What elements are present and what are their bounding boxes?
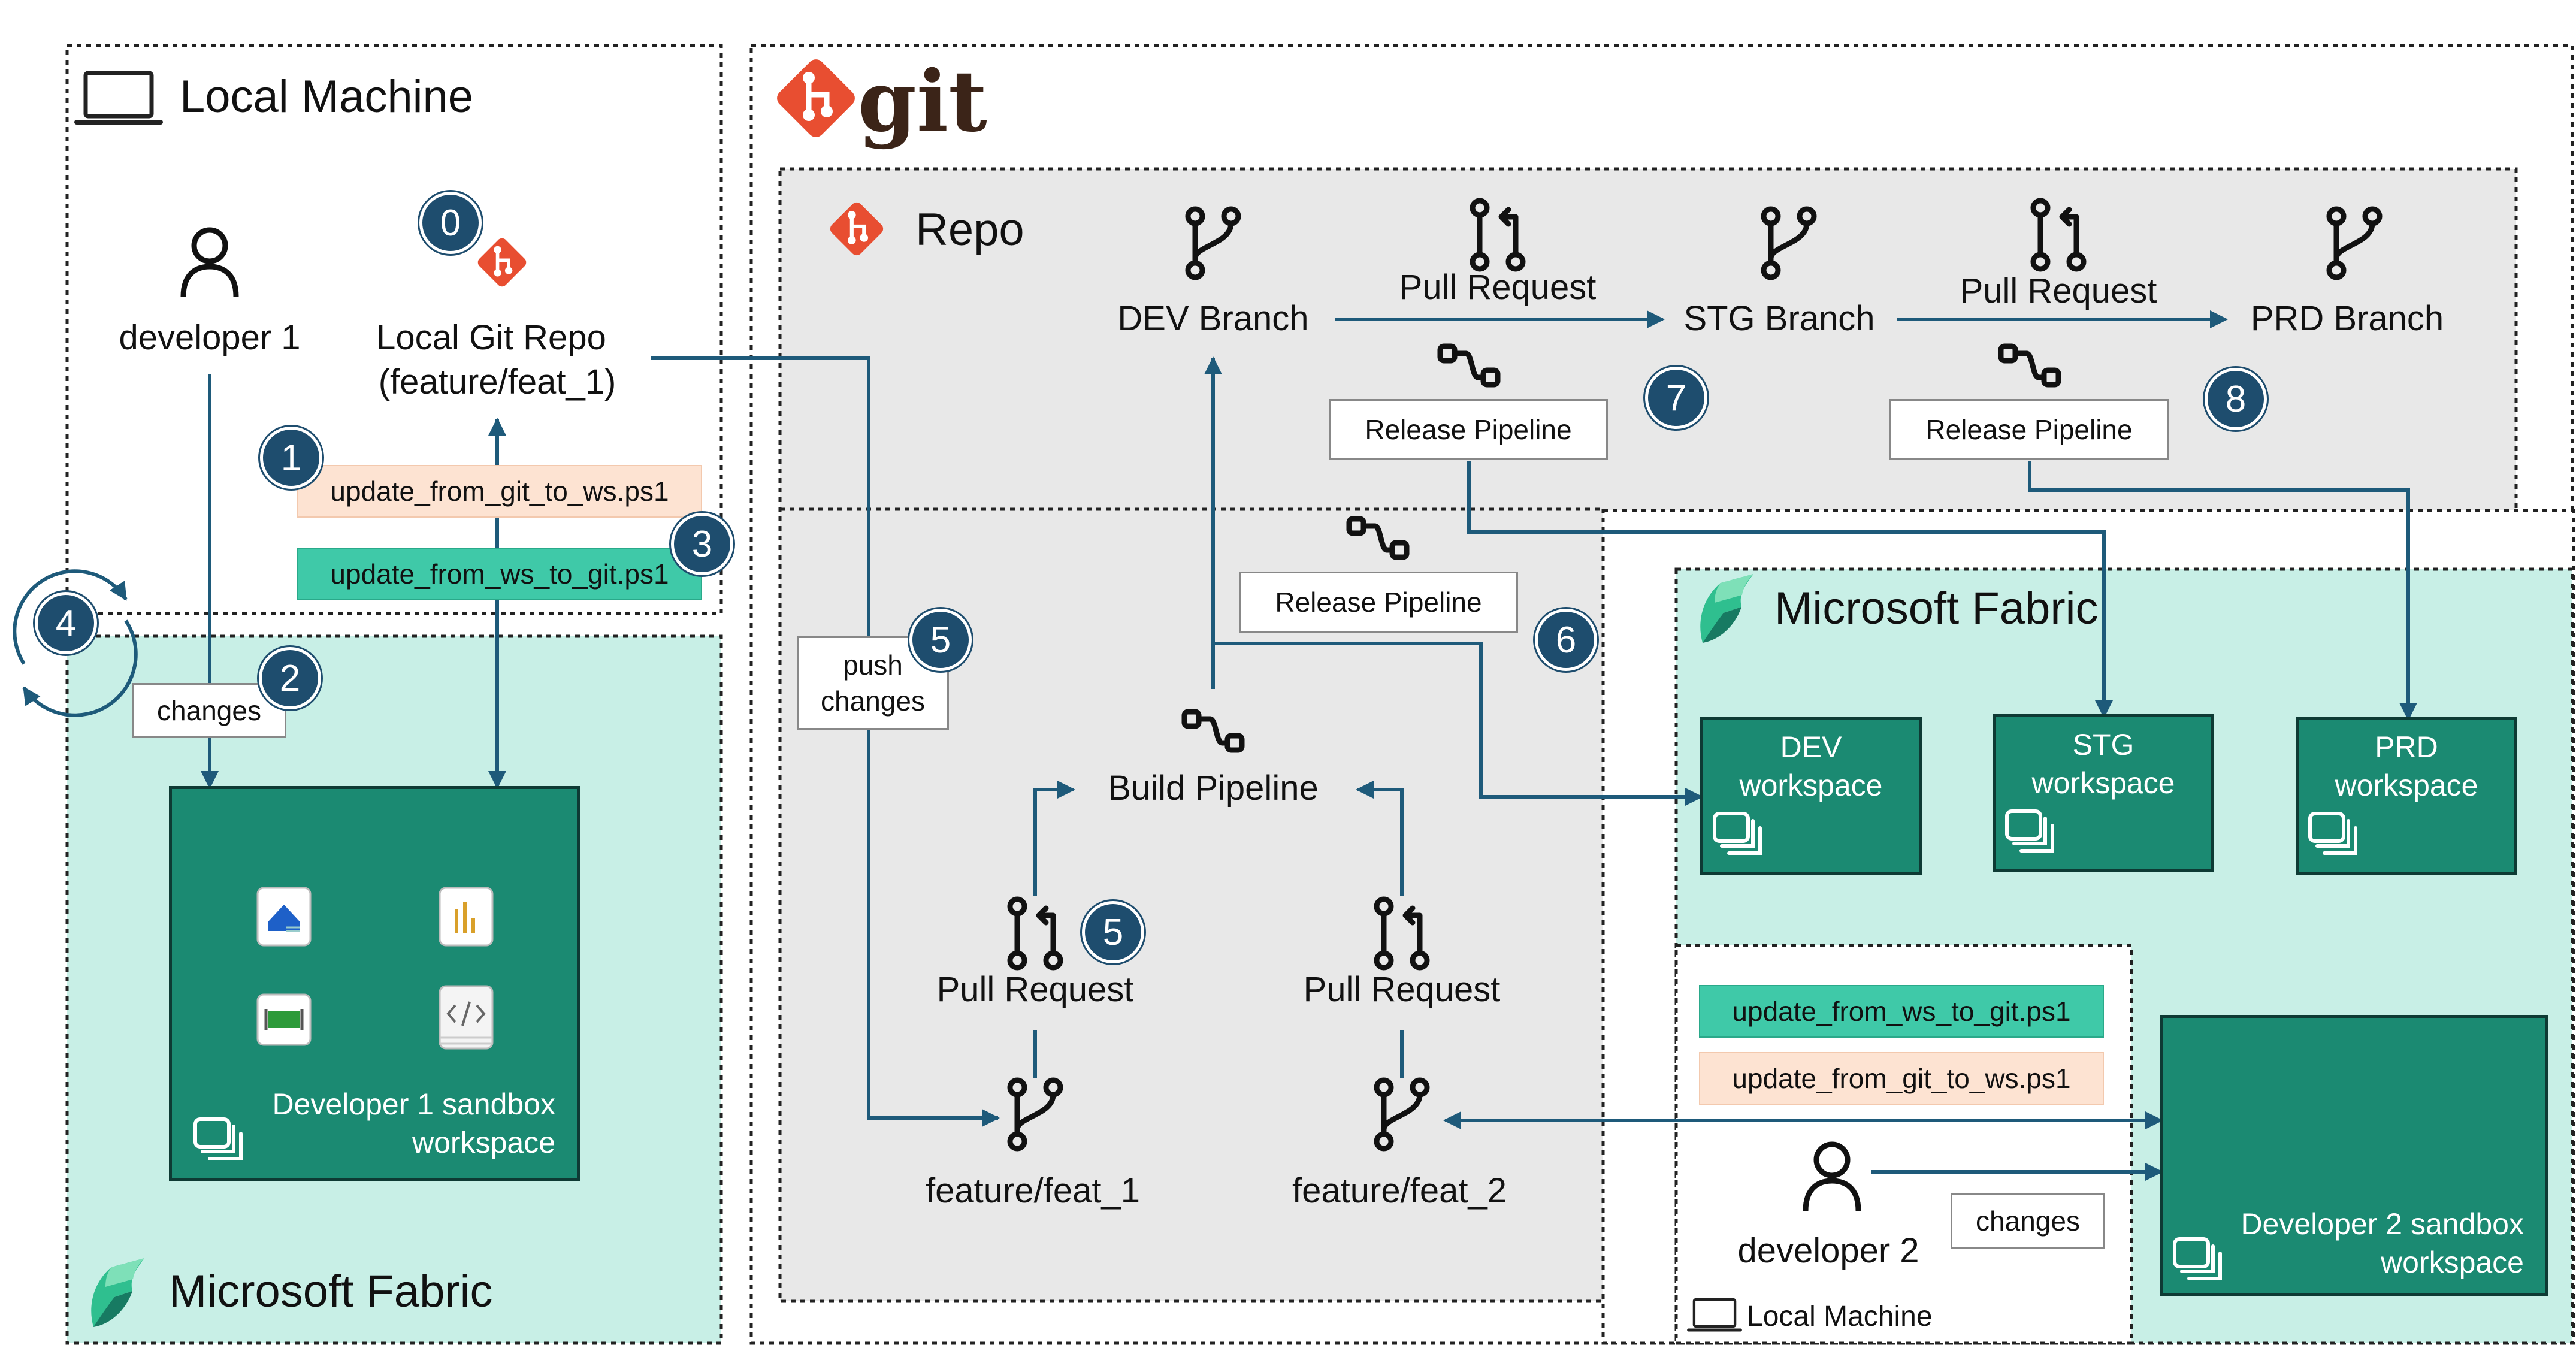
prd-workspace: PRD workspace — [2296, 717, 2517, 875]
pull-request-1-label: Pull Request — [1399, 268, 1597, 307]
local-machine-1-box — [65, 44, 723, 615]
step-badge-3: 3 — [671, 513, 733, 575]
workspace-1-icon — [195, 1119, 241, 1159]
dev-workspace-label: DEV workspace — [1739, 730, 1883, 802]
developer-1-workspace-label: Developer 1 sandbox workspace — [272, 1087, 555, 1159]
pipeline-icon — [258, 995, 310, 1045]
lakehouse-icon — [256, 887, 312, 947]
pr-feat2-to-build — [1356, 781, 1404, 896]
developer-2-workspace-label: Developer 2 sandbox workspace — [2241, 1207, 2524, 1279]
local-repo-line1: Local Git Repo — [376, 318, 606, 357]
developer-1-label: developer 1 — [119, 318, 301, 357]
local-repo-line2: (feature/feat_1) — [378, 362, 616, 401]
sync-circle — [13, 569, 128, 665]
feat2-label: feature/feat_2 — [1292, 1171, 1507, 1210]
script-ws-to-git-2: update_from_ws_to_git.ps1 — [1699, 985, 2104, 1038]
notebook-icon — [439, 985, 494, 1050]
report-icon — [440, 888, 492, 945]
feat1-label: feature/feat_1 — [926, 1171, 1140, 1210]
pr-feat1-to-build — [1033, 781, 1075, 896]
prd-branch-label: PRD Branch — [2250, 299, 2444, 338]
push-arrow — [651, 356, 1000, 1127]
step-badge-4: 4 — [35, 592, 97, 654]
release-stg-arrow — [1467, 461, 2113, 718]
sync-circle-2 — [22, 619, 138, 717]
script-git-to-ws-2: update_from_git_to_ws.ps1 — [1699, 1052, 2104, 1105]
repo-box — [778, 167, 2518, 513]
local-machine-2-title: Local Machine — [1747, 1301, 1933, 1332]
pull-request-feat2-label: Pull Request — [1303, 970, 1501, 1009]
step-badge-0: 0 — [419, 192, 482, 254]
pull-request-2-label: Pull Request — [1960, 271, 2157, 310]
changes-box-1: changes — [132, 683, 286, 738]
dev-branch-label: DEV Branch — [1117, 299, 1309, 338]
fabric-right-title: Microsoft Fabric — [1774, 583, 2099, 634]
release-pipeline-3-box: Release Pipeline — [1239, 572, 1518, 633]
prd-workspace-label: PRD workspace — [2335, 730, 2478, 802]
step-badge-5a: 5 — [909, 609, 972, 671]
script-ws-to-git-1: update_from_ws_to_git.ps1 — [297, 548, 702, 600]
step-badge-1: 1 — [260, 427, 322, 489]
release-prd-arrow — [2028, 461, 2417, 721]
developer-2-workspace: Developer 2 sandbox workspace — [2160, 1015, 2548, 1296]
step-badge-5b: 5 — [1082, 901, 1144, 963]
repo-title: Repo — [915, 204, 1024, 255]
step-badge-8: 8 — [2205, 368, 2267, 430]
changes-box-2: changes — [1951, 1193, 2105, 1249]
developer-1-workspace: Developer 1 sandbox workspace — [169, 786, 580, 1181]
git-title: git — [858, 53, 987, 151]
local-machine-1-title: Local Machine — [180, 71, 474, 122]
step-badge-7: 7 — [1645, 367, 1707, 429]
developer-2-label: developer 2 — [1737, 1231, 1919, 1270]
step-badge-2: 2 — [259, 647, 321, 709]
step-badge-6: 6 — [1535, 609, 1597, 671]
dev-workspace: DEV workspace — [1700, 717, 1922, 875]
script-git-to-ws-1: update_from_git_to_ws.ps1 — [297, 465, 702, 518]
release-pipeline-1-box: Release Pipeline — [1329, 399, 1608, 460]
release-dev-arrow — [1213, 642, 1703, 806]
fabric-left-title: Microsoft Fabric — [169, 1266, 493, 1317]
build-pipeline-label: Build Pipeline — [1108, 769, 1319, 808]
stg-workspace: STG workspace — [1993, 714, 2214, 872]
release-pipeline-2-box: Release Pipeline — [1889, 399, 2169, 460]
stg-workspace-label: STG workspace — [2031, 728, 2175, 800]
stg-branch-label: STG Branch — [1683, 299, 1875, 338]
pull-request-feat1-label: Pull Request — [936, 970, 1134, 1009]
